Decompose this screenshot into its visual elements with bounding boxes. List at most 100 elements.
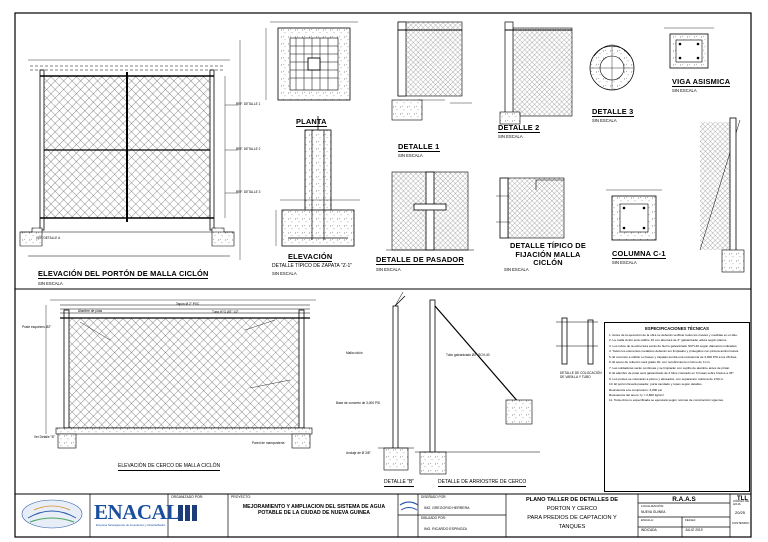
- spec-line: 1. Antes de la ejecución de la obra se d…: [609, 333, 738, 337]
- gate-elevation: [19, 40, 241, 260]
- cerco-title: ELEVACIÓN DE CERCO DE MALLA CICLÓN: [118, 463, 221, 471]
- sheet-number: 20/25: [735, 510, 746, 515]
- detalle-2: [499, 21, 573, 125]
- sheet-title-2: PORTON Y CERCO: [546, 506, 598, 512]
- annot-tubo-hg: Tubo H°G Ø2" 1/2": [212, 310, 239, 314]
- zapata-subtitle: DETALLE TÍPICO DE ZAPATA "Z-1": [272, 263, 353, 269]
- sheet-title-4: TANQUES: [558, 524, 586, 530]
- annot-ref-1: REF. DETALLE 1: [236, 102, 261, 106]
- designed-label: DISEÑADO POR:: [421, 495, 447, 499]
- spec-line: 6. El acero de refuerzo será grado 40, c…: [609, 360, 711, 365]
- annot-poste: Poste esquinero Ø2": [22, 325, 52, 329]
- project-name: MEJORAMIENTO Y AMPLIACION DEL SISTEMA DE…: [242, 504, 386, 516]
- scale-value: INDICADA: [641, 528, 657, 532]
- columna-title: COLUMNA C-1: [612, 249, 666, 260]
- fijacion-title: DETALLE TÍPICO DE FIJACIÓN MALLA CICLÓN: [504, 241, 592, 268]
- fijacion-title-text: DETALLE TÍPICO DE FIJACIÓN MALLA CICLÓN: [510, 241, 586, 268]
- spec-line: 9. Los postes se colocarán a plomo y ali…: [609, 376, 725, 381]
- detalle-b: [378, 291, 414, 471]
- detalle-2-scale: SIN ESCALA: [498, 134, 523, 139]
- pasador-detail: [386, 171, 474, 251]
- pasador-scale: SIN ESCALA: [376, 267, 401, 272]
- pasador-title: DETALLE DE PASADOR: [376, 255, 464, 266]
- annot-detalle-a: VER DETALLE A: [36, 236, 61, 240]
- annot-tubo-galv: Tubo galvanizado Ø2" SCH-40: [446, 353, 490, 357]
- spec-line: 2. La malla ciclón será calibre 10 con a…: [609, 338, 728, 343]
- detalle-3-scale: SIN ESCALA: [592, 118, 617, 123]
- columna-scale: SIN ESCALA: [612, 260, 637, 265]
- spec-line: 8. El alambre de púas será galvanizado d…: [609, 371, 735, 376]
- spec-line: 7. Las soldaduras serán continuas y se l…: [609, 365, 730, 370]
- detalle-1-scale: SIN ESCALA: [398, 153, 423, 158]
- spec-line: Resistencia del acero: fy = 2,800 kg/cm²: [609, 392, 665, 397]
- bank-logo: [178, 505, 197, 521]
- enacal-logo-subtitle: Empresa Nicaragüense de Acueductos y Alc…: [96, 523, 166, 527]
- specs-title: ESPECIFICACIONES TÉCNICAS: [645, 326, 709, 331]
- enacal-logo: ENACAL: [94, 500, 180, 524]
- detalle-1-title: DETALLE 1: [398, 142, 440, 153]
- location-label: LOCALIZACIÓN:: [641, 504, 664, 508]
- org-label: ORGANIZADO POR:: [171, 495, 204, 499]
- content-label: CONTENIDO:: [732, 521, 750, 525]
- spec-line: 10. El portón llevará pasador, porta can…: [609, 382, 703, 387]
- detalle-1: [391, 21, 472, 121]
- planta-detail: [265, 21, 358, 101]
- viga-title: VIGA ASISMICA: [672, 77, 731, 88]
- sheet-code: TLL: [737, 496, 748, 502]
- scale-label: ESCALA:: [641, 518, 654, 522]
- annot-alambre: Alambre de púas: [78, 309, 103, 313]
- annot-malla: Malla ciclón: [346, 351, 363, 355]
- planta-title: PLANTA: [296, 117, 327, 128]
- date-value: JULIO 2019: [685, 528, 703, 532]
- code-label: CÓDIGO DE HOJA:: [733, 499, 750, 507]
- detalle-2-title: DETALLE 2: [498, 123, 540, 134]
- spec-line: Resistencia a la compresión: 3,000 psi: [609, 387, 662, 392]
- column-mesh-detail: [699, 117, 745, 273]
- zapata-elevation: [275, 116, 360, 247]
- location-value: NUEVA GUINEA: [641, 510, 666, 514]
- zapata-title: ELEVACIÓN: [288, 252, 333, 263]
- colocacion-title-text: DETALLE DE COLOCACIÓN DE VARILLA Y TUBO: [560, 371, 602, 379]
- viga-scale: SIN ESCALA: [672, 88, 697, 93]
- annot-tapon: Tapón Ø 2" PVC: [176, 302, 200, 306]
- drafter-name: ING. RICARDO ESPINOZA: [424, 527, 467, 531]
- viga-asismica: [664, 27, 714, 69]
- sheet-title-3: PARA PREDIOS DE CAPTACION Y: [527, 515, 617, 521]
- annot-ref-3: REF. DETALLE 3: [236, 190, 261, 194]
- partner-logo: [399, 501, 419, 511]
- arriostre-detail: [415, 299, 540, 475]
- colocacion-title: DETALLE DE COLOCACIÓN DE VARILLA Y TUBO: [560, 371, 604, 380]
- spec-line: 3. Los tubos de la estructura serán de h…: [609, 343, 738, 348]
- designer-name: ING. GREGORIO HERRERA: [424, 506, 470, 510]
- fijacion-scale: SIN ESCALA: [504, 267, 529, 272]
- annot-ver-detalle: Ver Detalle "B": [34, 435, 55, 439]
- code-raas: R.A.A.S: [672, 496, 696, 503]
- zapata-scale: SIN ESCALA: [272, 271, 297, 276]
- spec-line: 11. Toda obra no especificada se ejecuta…: [609, 398, 724, 403]
- government-logo: [21, 499, 83, 529]
- annot-anclaje: Anclaje de Ø 3/8": [346, 451, 371, 455]
- specs-list: 1. Antes de la ejecución de la obra se d…: [609, 333, 745, 403]
- project-label: PROYECTO:: [231, 495, 251, 499]
- fijacion-detail: [496, 177, 565, 239]
- fence-elevation: [45, 299, 316, 449]
- annot-ref-2: REF. DETALLE 2: [236, 147, 261, 151]
- detalle-3-title: DETALLE 3: [592, 107, 634, 118]
- annot-pared: Pared de mampostería: [252, 441, 285, 445]
- title-block-frame: [89, 494, 731, 537]
- detalle-b-title: DETALLE "B": [384, 479, 415, 487]
- specifications-panel: ESPECIFICACIONES TÉCNICAS 1. Antes de la…: [604, 322, 750, 492]
- drawn-label: DIBUJADO POR:: [421, 516, 446, 520]
- spec-line: 4. Todos los elementos metálicos deberán…: [609, 349, 739, 354]
- spec-line: 5. El concreto a utilizar en bases y zap…: [609, 354, 738, 359]
- sheet-title-1: PLANO TALLER DE DETALLES DE: [525, 497, 619, 503]
- annot-base-concreto: Base de concreto de 3,000 PSI: [336, 401, 381, 405]
- colocacion-detail: [556, 317, 598, 365]
- porton-scale: SIN ESCALA: [38, 281, 63, 286]
- detalle-3: [589, 44, 635, 91]
- date-label: FECHA:: [685, 518, 697, 522]
- columna-c1: [606, 189, 662, 241]
- arriostre-title: DETALLE DE ARRIOSTRE DE CERCO: [438, 479, 527, 487]
- porton-title: ELEVACIÓN DEL PORTÓN DE MALLA CICLÓN: [38, 269, 209, 280]
